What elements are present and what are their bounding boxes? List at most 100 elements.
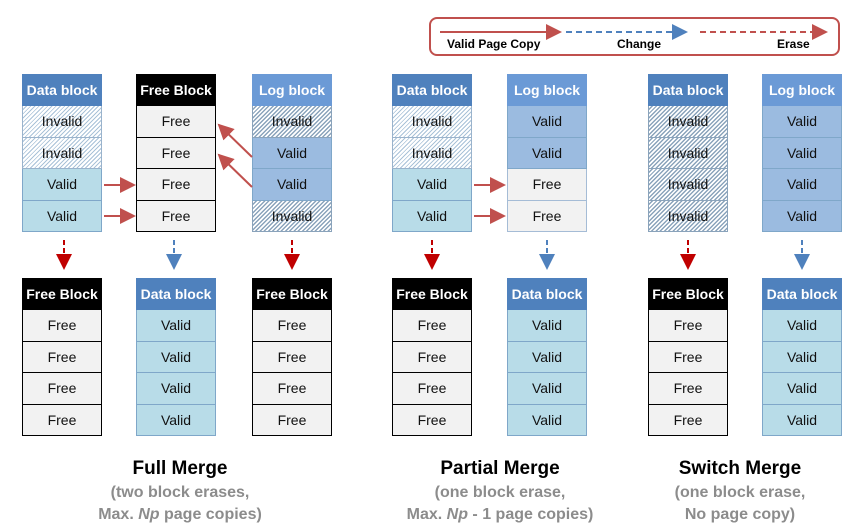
page-cell: Valid (507, 404, 587, 436)
caption-line: (one block erase, (674, 484, 806, 501)
page-cell: Valid (252, 137, 332, 169)
page-cell: Free (252, 373, 332, 405)
block-title: Free Block (252, 278, 332, 310)
switch-before-data-block: Data block Invalid Invalid Invalid Inval… (648, 74, 728, 232)
page-cell: Free (22, 310, 102, 342)
switch-merge-caption: Switch Merge (one block erase, No page c… (630, 456, 850, 526)
page-cell: Invalid (648, 200, 728, 232)
page-cell: Valid (762, 341, 842, 373)
page-cell: Free (136, 106, 216, 138)
page-cell: Free (648, 404, 728, 436)
block-title: Log block (762, 74, 842, 106)
caption-line: Max. Np page copies) (98, 506, 262, 523)
page-cell: Valid (507, 137, 587, 169)
legend-change-label: Change (617, 37, 662, 51)
page-cell: Free (392, 310, 472, 342)
page-cell: Valid (507, 106, 587, 138)
page-cell: Invalid (648, 106, 728, 138)
copy-arrow (217, 123, 253, 158)
page-cell: Invalid (648, 169, 728, 201)
page-cell: Free (648, 341, 728, 373)
partial-after-data-block: Data block Valid Valid Valid Valid (507, 278, 587, 436)
block-title: Data block (648, 74, 728, 106)
caption-line: (two block erases, (110, 484, 250, 501)
block-title: Free Block (392, 278, 472, 310)
legend-box: Valid Page Copy Change Erase (429, 17, 840, 56)
page-cell: Free (252, 341, 332, 373)
page-cell: Valid (22, 169, 102, 201)
partial-before-log-block: Log block Valid Valid Free Free (507, 74, 587, 232)
page-cell: Invalid (392, 106, 472, 138)
page-cell: Invalid (252, 200, 332, 232)
page-cell: Valid (762, 169, 842, 201)
page-cell: Valid (762, 106, 842, 138)
page-cell: Free (392, 404, 472, 436)
caption-line: No page copy) (684, 506, 796, 523)
page-cell: Valid (762, 373, 842, 405)
partial-merge-caption: Partial Merge (one block erase, Max. Np … (370, 456, 630, 526)
switch-after-data-block: Data block Valid Valid Valid Valid (762, 278, 842, 436)
switch-before-log-block: Log block Valid Valid Valid Valid (762, 74, 842, 232)
block-title: Data block (762, 278, 842, 310)
page-cell: Invalid (22, 137, 102, 169)
block-title: Log block (252, 74, 332, 106)
page-cell: Valid (762, 404, 842, 436)
page-cell: Valid (136, 373, 216, 405)
caption-title: Partial Merge (440, 458, 560, 479)
partial-after-free-block: Free Block Free Free Free Free (392, 278, 472, 436)
page-cell: Valid (136, 404, 216, 436)
page-cell: Invalid (648, 137, 728, 169)
page-cell: Free (507, 169, 587, 201)
block-title: Data block (22, 74, 102, 106)
full-after-free-block-1: Free Block Free Free Free Free (22, 278, 102, 436)
block-title: Data block (507, 278, 587, 310)
full-before-free-block: Free Block Free Free Free Free (136, 74, 216, 232)
full-after-free-block-2: Free Block Free Free Free Free (252, 278, 332, 436)
switch-after-free-block: Free Block Free Free Free Free (648, 278, 728, 436)
block-title: Data block (136, 278, 216, 310)
copy-arrow (217, 153, 253, 188)
block-title: Free Block (22, 278, 102, 310)
page-cell: Free (392, 341, 472, 373)
block-title: Free Block (136, 74, 216, 106)
page-cell: Valid (392, 169, 472, 201)
page-cell: Free (22, 373, 102, 405)
page-cell: Free (392, 373, 472, 405)
page-cell: Invalid (22, 106, 102, 138)
block-title: Data block (392, 74, 472, 106)
page-cell: Valid (762, 137, 842, 169)
full-before-log-block: Log block Invalid Valid Valid Invalid (252, 74, 332, 232)
page-cell: Free (136, 137, 216, 169)
page-cell: Free (648, 373, 728, 405)
page-cell: Free (507, 200, 587, 232)
page-cell: Valid (762, 200, 842, 232)
page-cell: Valid (507, 373, 587, 405)
page-cell: Invalid (392, 137, 472, 169)
page-cell: Free (136, 169, 216, 201)
caption-title: Switch Merge (678, 458, 802, 479)
page-cell: Free (22, 404, 102, 436)
page-cell: Valid (252, 169, 332, 201)
page-cell: Valid (762, 310, 842, 342)
caption-line: (one block erase, (434, 484, 566, 501)
page-cell: Free (648, 310, 728, 342)
full-merge-caption: Full Merge (two block erases, Max. Np pa… (60, 456, 300, 526)
page-cell: Valid (136, 310, 216, 342)
legend-erase-label: Erase (777, 37, 810, 51)
full-after-data-block: Data block Valid Valid Valid Valid (136, 278, 216, 436)
page-cell: Free (252, 310, 332, 342)
partial-before-data-block: Data block Invalid Invalid Valid Valid (392, 74, 472, 232)
legend-copy-label: Valid Page Copy (447, 37, 541, 51)
page-cell: Free (22, 341, 102, 373)
full-before-data-block: Data block Invalid Invalid Valid Valid (22, 74, 102, 232)
block-title: Log block (507, 74, 587, 106)
page-cell: Free (136, 200, 216, 232)
block-title: Free Block (648, 278, 728, 310)
page-cell: Valid (22, 200, 102, 232)
caption-line: Max. Np - 1 page copies) (406, 506, 594, 523)
page-cell: Free (252, 404, 332, 436)
page-cell: Valid (392, 200, 472, 232)
page-cell: Valid (136, 341, 216, 373)
